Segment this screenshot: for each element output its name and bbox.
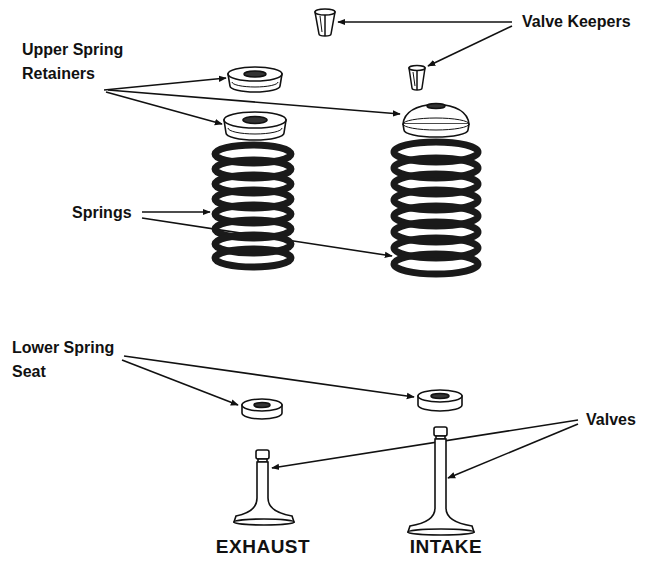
valve-keeper (315, 9, 335, 36)
part-label: Valves (586, 408, 636, 432)
leader-line (272, 420, 578, 468)
spring-seat (242, 399, 282, 419)
valve-spring (215, 145, 291, 267)
intake-valve (408, 427, 474, 535)
leader-line (428, 26, 512, 66)
spring-retainer (224, 112, 286, 140)
part-label: Upper Spring Retainers (22, 38, 140, 86)
valve-keeper (409, 66, 425, 91)
spring-seat (418, 390, 462, 411)
exhaust-valve (234, 450, 294, 525)
leader-lines (104, 22, 578, 478)
leader-line (124, 356, 414, 397)
spring-retainer (228, 67, 282, 92)
leader-line (104, 78, 226, 90)
part-label: Springs (72, 201, 132, 225)
leader-line (338, 21, 512, 23)
leader-line (122, 360, 238, 405)
valve-type-label: INTAKE (410, 535, 482, 559)
part-label: Lower Spring Seat (12, 336, 130, 384)
leader-line (108, 90, 400, 114)
part-label: Valve Keepers (522, 10, 631, 34)
leader-line (142, 211, 210, 213)
valve-type-label: EXHAUST (216, 535, 310, 559)
leader-line (106, 92, 222, 124)
leader-line (448, 424, 578, 478)
spring-retainer (403, 104, 469, 138)
valve-spring (394, 142, 478, 274)
